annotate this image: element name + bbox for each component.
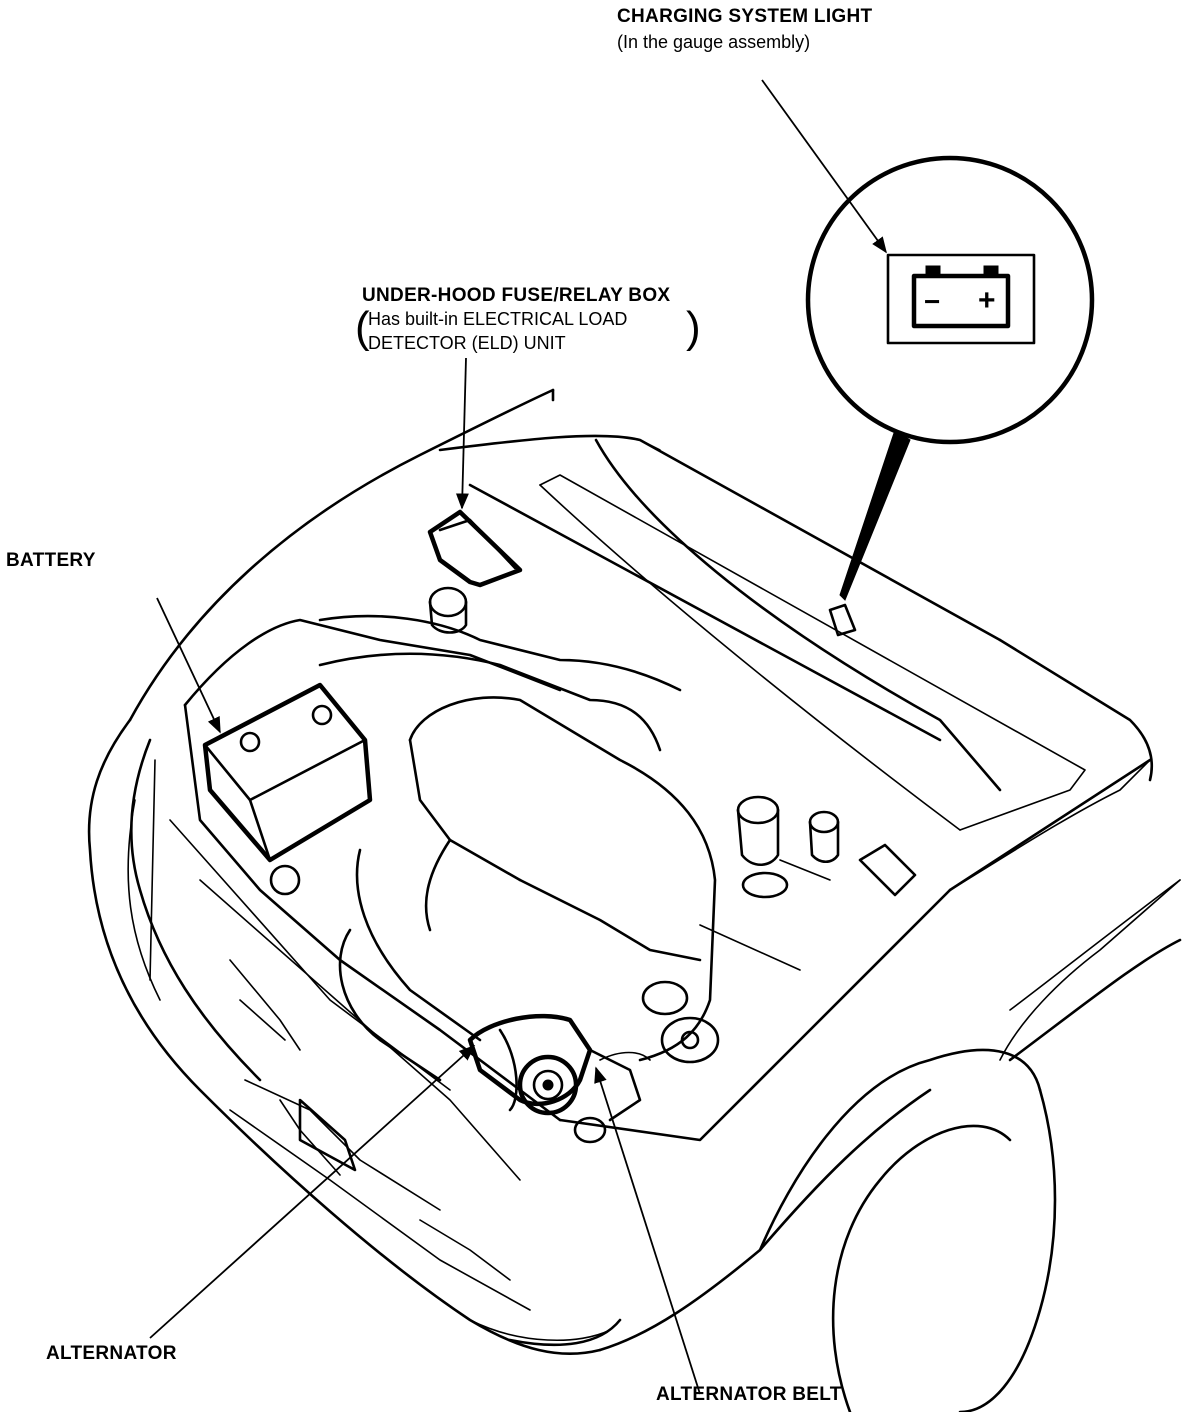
- charging-light-inset: [805, 155, 1095, 637]
- charging-light-sublabel: (In the gauge assembly): [617, 32, 811, 52]
- fuse-box-line1: Has built-in ELECTRICAL LOAD: [368, 309, 628, 329]
- battery-symbol-icon: [911, 265, 1011, 329]
- charging-lamp-panel: [886, 253, 1036, 345]
- fuse-relay-box: [427, 509, 523, 588]
- hood-outline: [128, 388, 1154, 831]
- fuse-box-line2: DETECTOR (ELD) UNIT: [368, 333, 566, 353]
- fuse-box-label: UNDER-HOOD FUSE/RELAY BOX: [362, 285, 671, 306]
- leader-lines: [149, 79, 887, 1395]
- open-paren: (: [355, 303, 370, 352]
- car-body-outline: [87, 439, 1182, 1412]
- alternator-belt-label: ALTERNATOR BELT: [656, 1384, 842, 1405]
- engine-components: [202, 509, 917, 1144]
- battery-minus-sign: −: [924, 286, 941, 317]
- alternator-outline: [467, 1013, 593, 1107]
- battery-label: BATTERY: [6, 550, 96, 571]
- battery-plus-sign: +: [978, 284, 996, 317]
- alternator-label: ALTERNATOR: [46, 1343, 177, 1364]
- charging-light-label: CHARGING SYSTEM LIGHT: [617, 6, 873, 27]
- close-paren: ): [686, 303, 701, 352]
- battery-outline: [202, 682, 373, 863]
